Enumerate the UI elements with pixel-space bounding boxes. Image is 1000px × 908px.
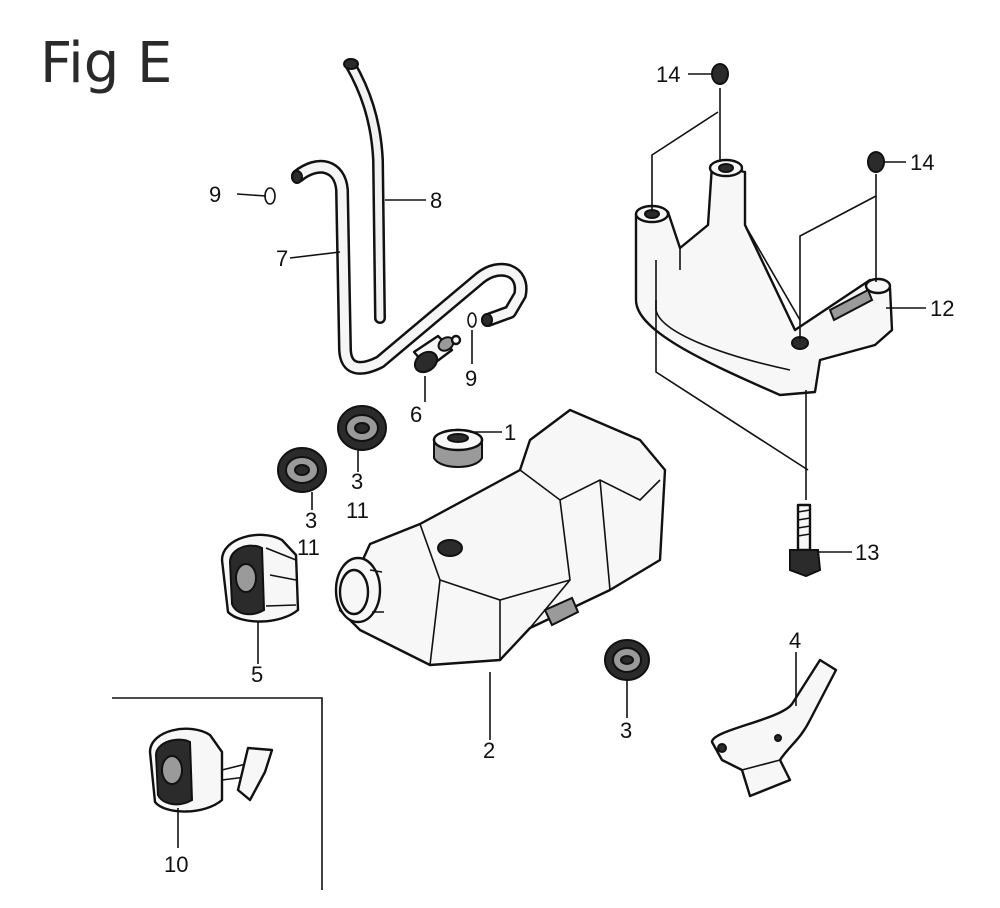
callout-14: 14: [656, 62, 680, 87]
figure-title: Fig E: [40, 31, 172, 96]
callout-14: 14: [910, 150, 934, 175]
bracket-icon: [634, 158, 894, 397]
bolt-icon: [789, 503, 822, 578]
callout-10: 10: [164, 852, 188, 877]
callout-12: 12: [930, 296, 954, 321]
stay-icon: [710, 658, 838, 798]
callout-7: 7: [276, 246, 288, 271]
callout-5: 5: [251, 662, 263, 687]
callout-3: 3: [620, 718, 632, 743]
callout-6: 6: [410, 402, 422, 427]
grommet-icon: [277, 447, 327, 493]
callout-3: 3: [351, 469, 363, 494]
callout-8: 8: [430, 188, 442, 213]
collar-icon: [711, 63, 885, 173]
grommet-icon: [337, 405, 387, 451]
callout-9: 9: [465, 366, 477, 391]
callout-9: 9: [209, 182, 221, 207]
callout-11: 11: [346, 498, 369, 523]
callout-11: 11: [297, 535, 320, 560]
callout-13: 13: [855, 540, 879, 565]
fuel-hose-icon: [291, 58, 528, 375]
leader-lines: [177, 73, 926, 848]
callout-2: 2: [483, 738, 495, 763]
callout-4: 4: [789, 628, 801, 653]
callout-3: 3: [305, 508, 317, 533]
callout-labels: 1 2 3 3 3 4 5 6 7 8 9 9 10 11 11 12 13 1…: [164, 62, 954, 877]
grommet-icon: [432, 428, 484, 468]
fuel-filter-icon: [412, 334, 462, 374]
callout-1: 1: [504, 420, 516, 445]
assembly-guide-lines: [651, 88, 877, 500]
fuel-cap-icon: [148, 727, 274, 813]
fuel-cap-icon: [220, 533, 300, 623]
grommet-icon: [604, 639, 650, 681]
inset-frame: [112, 697, 323, 890]
fuel-tank-icon: [334, 408, 667, 667]
